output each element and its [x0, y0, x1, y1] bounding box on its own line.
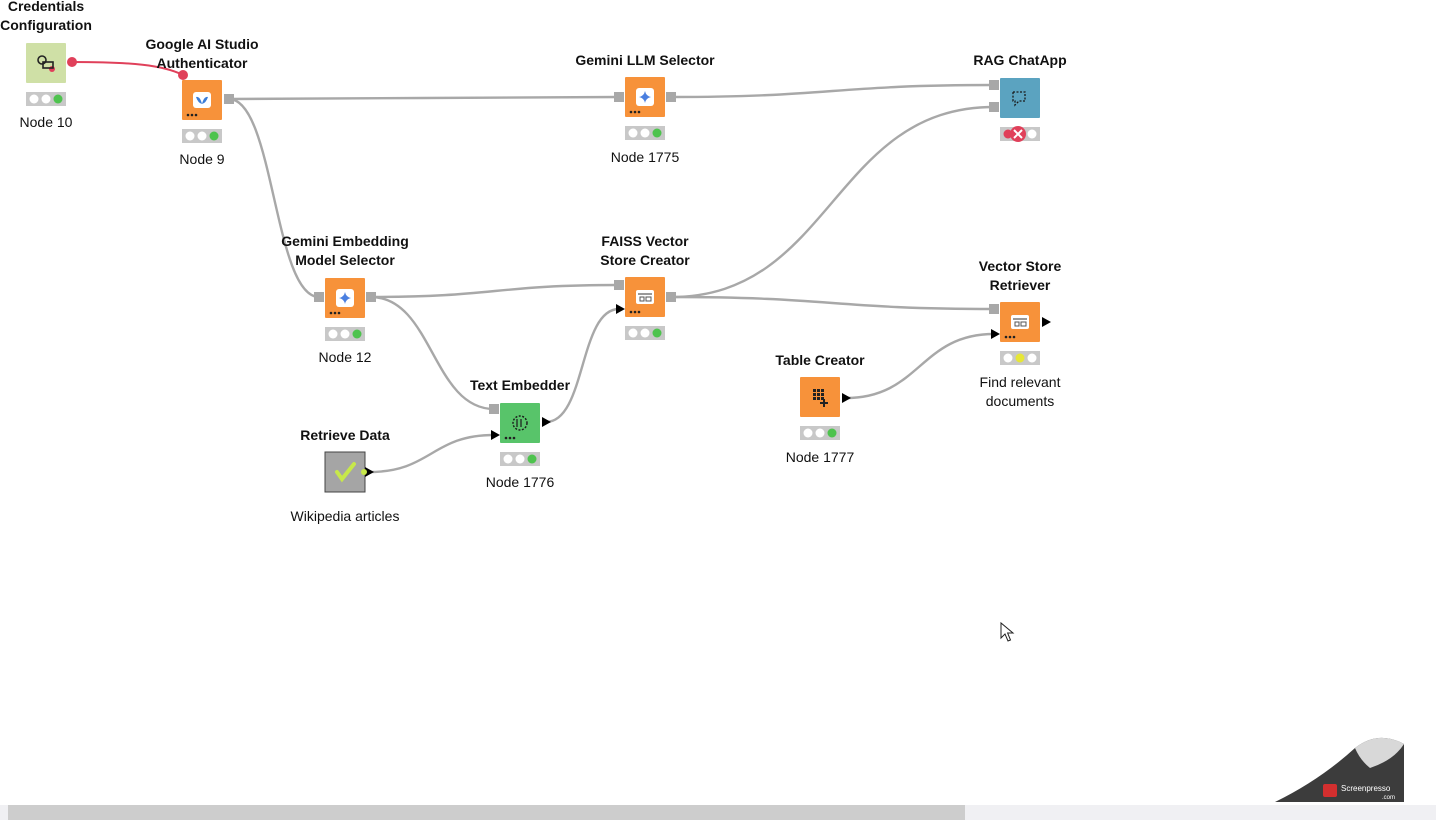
status-indicator: [625, 126, 665, 140]
node-box[interactable]: [500, 403, 540, 443]
connection-n1775-chat[interactable]: [670, 83, 995, 99]
node-title: Gemini LLM Selector: [575, 52, 715, 68]
node-n1775[interactable]: [614, 77, 676, 140]
input-port[interactable]: [989, 80, 999, 90]
node-title: Table Creator: [775, 352, 865, 368]
node-retrieve[interactable]: [324, 451, 374, 493]
data-output-port[interactable]: [365, 467, 374, 477]
connection-retrieve-emb[interactable]: [368, 433, 495, 474]
node-label[interactable]: Wikipedia articles: [290, 508, 400, 524]
horizontal-scrollbar-thumb[interactable]: [8, 805, 965, 820]
screenpresso-watermark: Screenpresso .com: [1275, 737, 1404, 802]
input-port[interactable]: [989, 102, 999, 112]
connection-n12-faiss[interactable]: [370, 283, 620, 299]
node-n9[interactable]: [178, 70, 234, 143]
node-box[interactable]: [26, 43, 66, 83]
mouse-pointer-icon: [1000, 621, 1015, 642]
node-box[interactable]: [1000, 78, 1040, 118]
node-title: Google AI Studio Authenticator: [145, 36, 259, 71]
credential-port[interactable]: [67, 57, 77, 67]
output-port[interactable]: [666, 92, 676, 102]
node-chat[interactable]: [989, 78, 1040, 142]
input-port[interactable]: [614, 92, 624, 102]
connection-n9-n12[interactable]: [228, 97, 320, 299]
status-indicator: [625, 326, 665, 340]
node-title: FAISS Vector Store Creator: [600, 233, 690, 268]
node-label[interactable]: Node 1776: [485, 474, 555, 490]
node-label[interactable]: Node 9: [179, 151, 225, 167]
screenpresso-logo-icon: [1323, 784, 1337, 797]
connection-faiss-chat[interactable]: [670, 105, 995, 299]
chat-app-icon: [1012, 91, 1026, 107]
status-indicator: [325, 327, 365, 341]
connection-emb-faiss[interactable]: [545, 307, 620, 424]
node-title: Text Embedder: [469, 377, 571, 393]
node-label[interactable]: Find relevant documents: [979, 374, 1061, 409]
output-port[interactable]: [224, 94, 234, 104]
status-indicator: [1000, 126, 1040, 142]
status-indicator: [1000, 351, 1040, 365]
vector-store-icon: [636, 290, 654, 304]
credential-port[interactable]: [178, 70, 188, 80]
credentials-key-icon: [37, 55, 54, 69]
connection-n12-emb[interactable]: [370, 295, 495, 411]
node-label[interactable]: Node 10: [19, 114, 73, 130]
table-grid-icon: [813, 389, 828, 407]
node-title: RAG ChatApp: [973, 52, 1067, 68]
connections-layer: [71, 61, 995, 474]
status-indicator: [800, 426, 840, 440]
data-output-port[interactable]: [1042, 317, 1051, 327]
data-output-port[interactable]: [842, 393, 851, 403]
connection-faiss-retr[interactable]: [670, 295, 995, 311]
connection-n9-n1775[interactable]: [228, 95, 620, 101]
node-emb[interactable]: [489, 403, 551, 466]
output-port[interactable]: [666, 292, 676, 302]
status-indicator: [182, 129, 222, 143]
node-title: Vector Store Retriever: [978, 258, 1062, 293]
data-output-port[interactable]: [542, 417, 551, 427]
google-ai-studio-icon: [193, 92, 211, 108]
output-port[interactable]: [366, 292, 376, 302]
input-port[interactable]: [989, 304, 999, 314]
node-label[interactable]: Node 1777: [785, 449, 855, 465]
data-input-port[interactable]: [491, 430, 500, 440]
input-port[interactable]: [489, 404, 499, 414]
nodes-layer: [26, 43, 1051, 493]
input-port[interactable]: [614, 280, 624, 290]
node-retr[interactable]: [989, 302, 1051, 365]
status-indicator: [26, 92, 66, 106]
node-table[interactable]: [800, 377, 851, 440]
checkmark-icon: [335, 462, 356, 483]
node-title: Gemini Embedding Model Selector: [281, 233, 409, 268]
data-input-port[interactable]: [616, 304, 625, 314]
node-n12[interactable]: [314, 278, 376, 341]
node-n10[interactable]: [26, 43, 77, 106]
node-title: Credentials Configuration: [0, 0, 92, 33]
status-indicator: [500, 452, 540, 466]
gemini-sparkle-icon: [636, 88, 654, 106]
connection-table-retr[interactable]: [845, 332, 995, 400]
node-label[interactable]: Node 12: [318, 349, 372, 365]
node-box[interactable]: [325, 452, 365, 492]
vector-store-icon: [1011, 315, 1029, 329]
input-port[interactable]: [314, 292, 324, 302]
node-faiss[interactable]: [614, 277, 676, 340]
watermark-text: Screenpresso: [1341, 784, 1391, 793]
embedder-icon: [512, 415, 528, 431]
data-input-port[interactable]: [991, 329, 1000, 339]
gemini-sparkle-icon: [336, 289, 354, 307]
node-title: Retrieve Data: [300, 427, 390, 443]
node-label[interactable]: Node 1775: [610, 149, 680, 165]
connection-n10-n9[interactable]: [71, 61, 184, 76]
watermark-sub: .com: [1382, 795, 1395, 801]
